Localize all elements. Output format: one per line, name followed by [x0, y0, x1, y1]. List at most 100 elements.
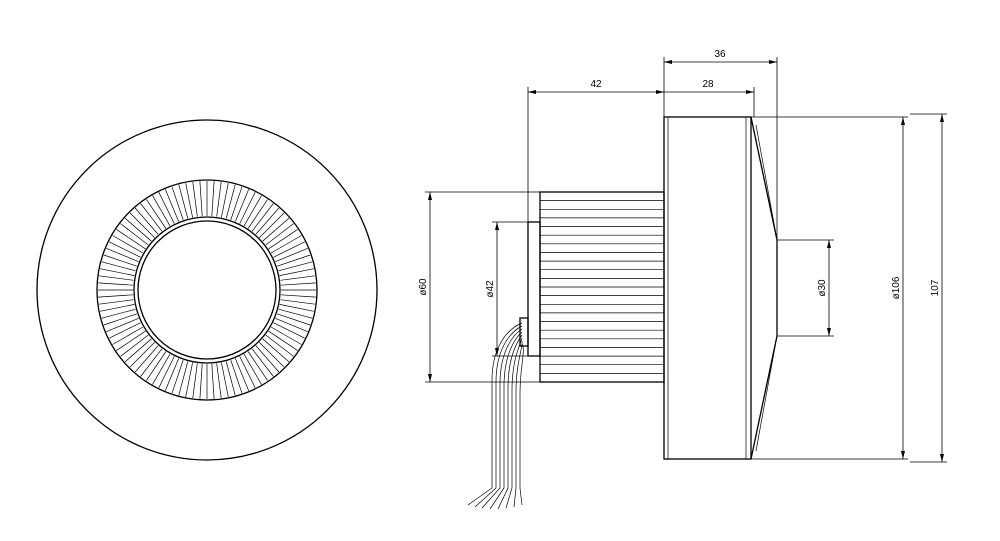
fin-spoke	[278, 261, 313, 272]
fin-spoke	[171, 359, 184, 394]
fin-spoke	[216, 181, 222, 217]
dimension-labels: 36 42 28 ø60 ø42 ø30 ø106 107	[418, 49, 941, 299]
fin-spoke	[101, 308, 136, 319]
fin-spoke	[276, 254, 311, 267]
dim-label-dia106: ø106	[891, 276, 902, 299]
wire-bundle	[467, 322, 524, 510]
fin-spoke	[185, 183, 193, 218]
fin-spoke	[146, 351, 167, 381]
front-bore-circle	[137, 220, 277, 360]
fin-spoke	[273, 322, 305, 339]
fin-spoke	[265, 334, 294, 357]
dim-label-28: 28	[702, 79, 714, 90]
fin-spoke	[192, 181, 198, 217]
fin-spoke	[234, 189, 250, 222]
dim-label-36: 36	[714, 49, 726, 60]
fin-spoke	[140, 203, 163, 232]
fin-spoke	[268, 229, 298, 250]
front-fin-ring-outer	[96, 179, 318, 401]
fin-spoke	[270, 235, 302, 254]
fin-spoke	[120, 334, 149, 357]
fin-spoke	[239, 356, 256, 388]
fin-spoke	[98, 299, 134, 305]
fin-spoke	[106, 317, 139, 333]
fin-spoke	[216, 363, 222, 399]
fin-spoke	[221, 362, 229, 397]
fin-spoke	[124, 217, 152, 242]
fin-spoke	[100, 268, 135, 276]
front-fin-ring-inner	[133, 216, 281, 364]
fin-spoke	[101, 261, 136, 272]
fin-spoke	[199, 181, 203, 217]
finned-body-fins	[540, 200, 664, 374]
fin-spoke	[158, 192, 175, 224]
fin-spoke	[178, 184, 189, 219]
front-view	[36, 119, 378, 461]
fin-spoke	[152, 195, 171, 227]
dim-label-dia60: ø60	[418, 278, 429, 296]
fin-spoke	[230, 359, 243, 394]
fin-spoke	[243, 353, 262, 385]
fin-spoke	[171, 186, 184, 221]
fin-spoke	[178, 361, 189, 396]
fin-spoke	[98, 294, 134, 298]
fin-spoke	[275, 247, 308, 263]
fin-spoke	[98, 275, 134, 281]
fin-spoke	[265, 223, 294, 246]
fin-spoke	[273, 241, 305, 258]
fin-spoke	[106, 247, 139, 263]
fan-cone	[750, 116, 778, 460]
fin-spoke	[255, 345, 280, 373]
fin-spoke	[279, 304, 314, 312]
fin-spoke	[109, 241, 141, 258]
fin-spoke	[280, 294, 316, 298]
motor-end-cap	[527, 221, 541, 357]
fin-spoke	[276, 313, 311, 326]
fin-spoke	[109, 322, 141, 339]
wire-connector	[519, 317, 529, 347]
fin-spoke	[146, 199, 167, 229]
fin-spoke	[134, 345, 159, 373]
fin-spoke	[124, 338, 152, 363]
fin-spoke	[259, 212, 285, 238]
dim-label-dia42: ø42	[485, 280, 496, 298]
fin-spoke	[129, 342, 155, 368]
fin-spoke	[243, 195, 262, 227]
fin-spoke	[275, 317, 308, 333]
fin-spoke	[230, 186, 243, 221]
fin-spoke	[251, 348, 274, 377]
fin-spoke	[279, 268, 314, 276]
fin-spoke	[112, 235, 144, 254]
dimension-lines	[425, 57, 947, 463]
fin-spoke	[185, 362, 193, 397]
fin-spoke	[268, 330, 298, 351]
fin-spoke	[98, 282, 134, 286]
fin-spoke	[116, 330, 146, 351]
fin-spoke	[120, 223, 149, 246]
fin-spoke	[199, 363, 203, 399]
front-fin-spokes	[98, 181, 316, 399]
main-housing	[663, 116, 752, 460]
fin-spoke	[262, 338, 290, 363]
dim-label-42: 42	[590, 79, 602, 90]
fin-spoke	[280, 282, 316, 286]
fin-spoke	[103, 313, 138, 326]
fin-spoke	[280, 275, 316, 281]
fin-spoke	[129, 212, 155, 238]
fin-spoke	[262, 217, 290, 242]
dim-label-dia30: ø30	[817, 279, 828, 297]
fin-spoke	[164, 358, 180, 391]
fin-spoke	[251, 203, 274, 232]
fin-spoke	[247, 351, 268, 381]
fin-spoke	[255, 207, 280, 235]
fin-spoke	[270, 326, 302, 345]
fin-spoke	[140, 348, 163, 377]
fin-spoke	[280, 299, 316, 305]
fin-spoke	[158, 356, 175, 388]
fin-spoke	[225, 184, 236, 219]
fin-spoke	[234, 358, 250, 391]
fin-spoke	[112, 326, 144, 345]
side-view	[467, 116, 778, 510]
fin-spoke	[103, 254, 138, 267]
fin-spoke	[221, 183, 229, 218]
